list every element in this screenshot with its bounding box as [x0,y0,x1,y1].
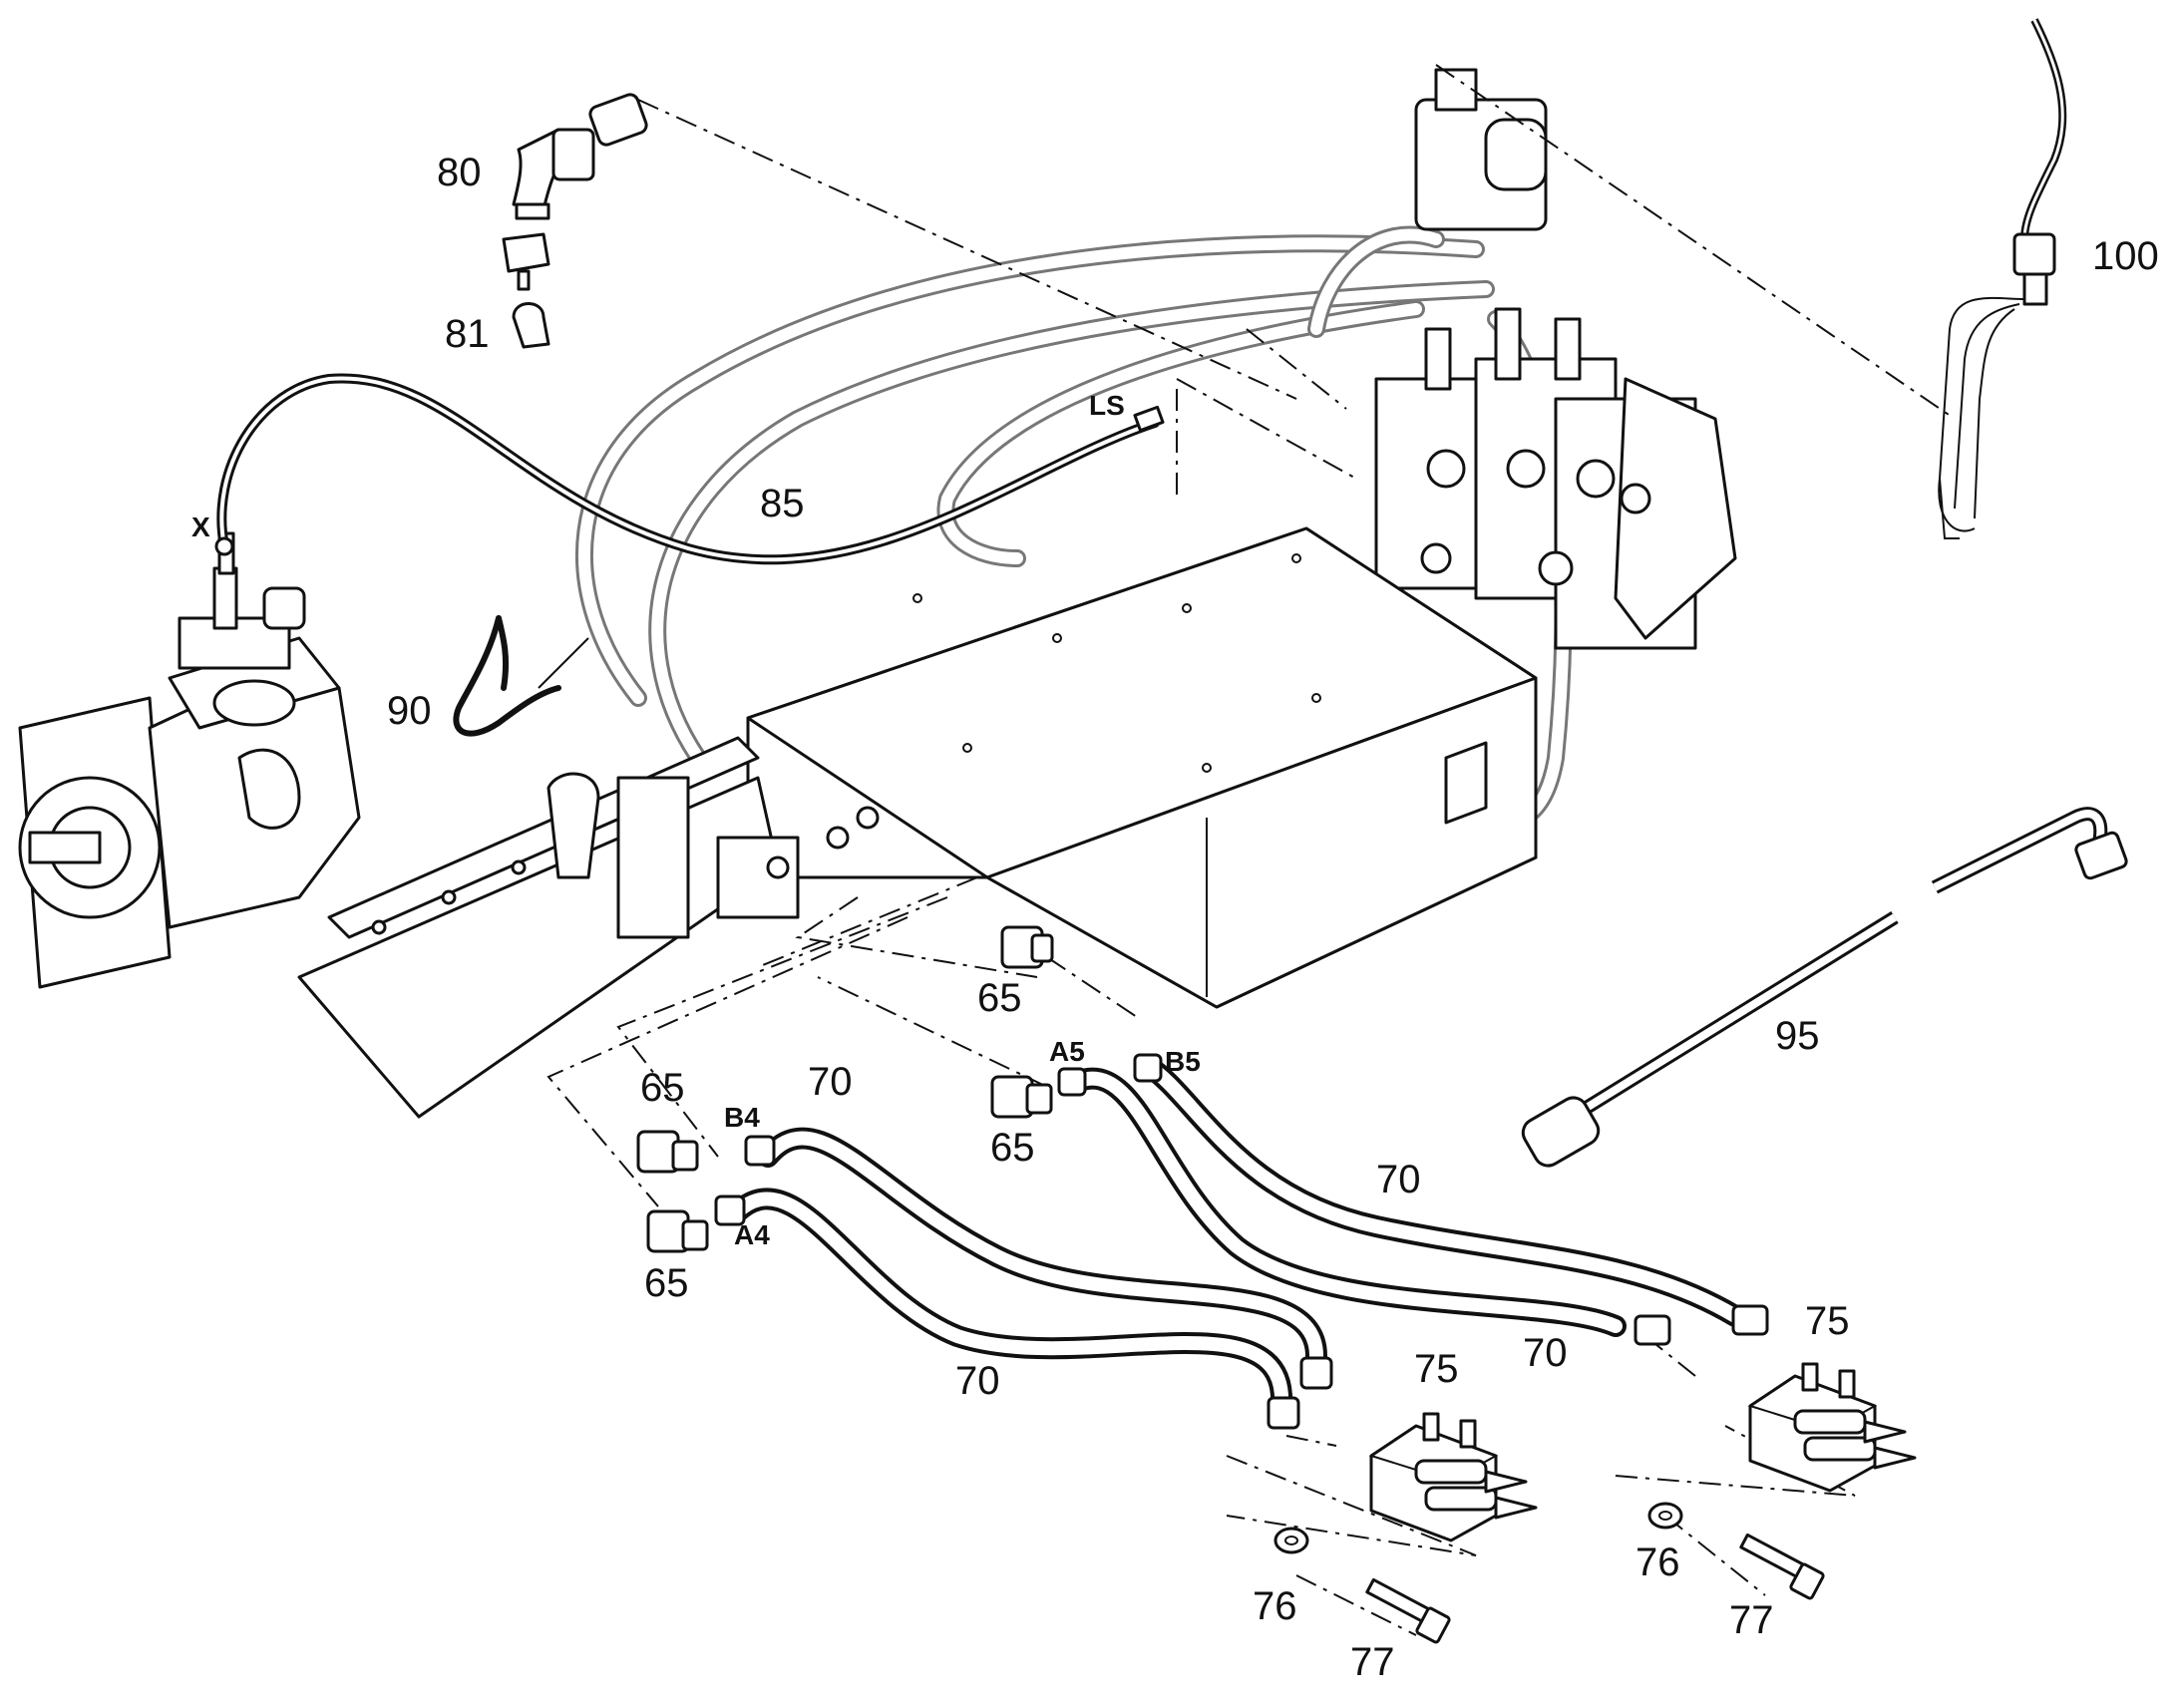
mounting-bracket [297,736,880,1119]
callout-70: 70 [808,1060,853,1104]
callout-65: 65 [640,1066,685,1110]
hoses-70 [714,1053,1769,1430]
port-label-x: X [191,512,210,542]
callout-95: 95 [1775,1014,1820,1058]
sensor-harness-100 [1938,18,2067,539]
washers-76 [1273,1502,1683,1554]
callout-70: 70 [1376,1158,1421,1201]
callout-85: 85 [760,482,805,525]
valve-blocks-75 [1368,1362,1917,1542]
fittings-65 [636,925,1054,1253]
callout-65: 65 [644,1261,689,1305]
ls-hose-85 [214,373,1165,565]
port-label-a4: A4 [734,1219,770,1250]
hose-95 [1521,807,2128,1168]
callout-90: 90 [387,689,432,733]
port-label-b5: B5 [1165,1046,1201,1077]
callout-80: 80 [437,151,482,194]
adapter-81 [502,232,550,349]
electronic-box [746,526,1538,1009]
elbow-fitting-80 [512,93,648,220]
port-label-ls: LS [1089,390,1125,421]
callout-75: 75 [1414,1347,1459,1391]
callout-70: 70 [955,1359,1000,1403]
port-label-a5: A5 [1049,1036,1085,1067]
callout-76: 76 [1253,1584,1297,1628]
callouts: 80 81 85 90 100 95 65 65 65 65 70 70 70 … [387,151,2159,1684]
bolts-77 [1365,1533,1825,1644]
callout-81: 81 [445,312,490,356]
port-label-b4: B4 [724,1102,760,1133]
callout-65: 65 [990,1126,1035,1170]
callout-75: 75 [1805,1299,1850,1343]
callout-76: 76 [1635,1540,1680,1584]
control-valve-block [1374,68,1737,650]
hydraulic-pump [18,531,361,989]
callout-65: 65 [977,976,1022,1020]
callout-100: 100 [2092,234,2159,278]
callout-70: 70 [1523,1331,1568,1375]
leader-lines [546,64,1956,1636]
cable-tie-90 [453,615,589,737]
callout-77: 77 [1729,1598,1774,1642]
port-labels: X LS A4 B4 A5 B5 [191,390,1201,1250]
callout-77: 77 [1350,1640,1395,1684]
